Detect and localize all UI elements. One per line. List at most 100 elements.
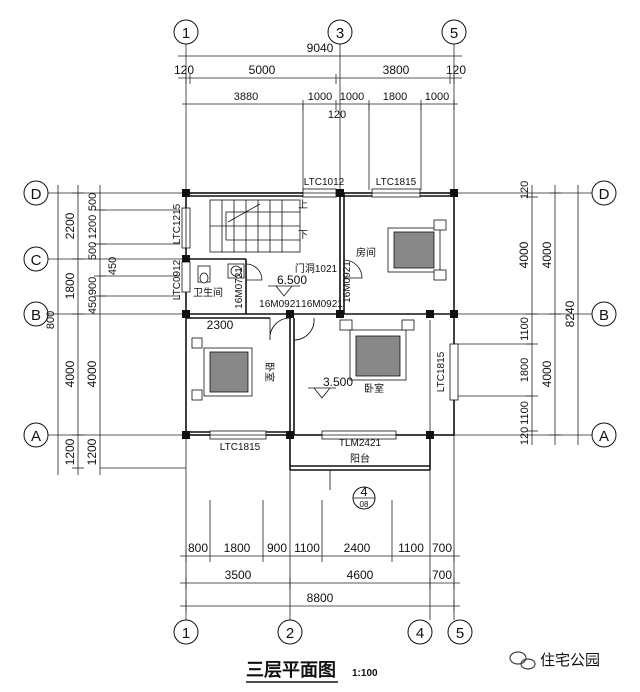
dim-top-total: 9040 bbox=[307, 41, 334, 55]
dim-left-i2: 500 bbox=[87, 242, 99, 260]
dim-bot-total: 8800 bbox=[307, 591, 334, 605]
section-number: 4 bbox=[360, 484, 367, 499]
columns bbox=[182, 189, 458, 439]
level-markers bbox=[268, 285, 336, 399]
annotation-labels: LTC1012 LTC1815 LTC1215 LTC0912 LTC1815 … bbox=[172, 177, 447, 453]
scale-text: 1:100 bbox=[352, 668, 378, 679]
dim-top-r2-2: 1000 bbox=[340, 91, 364, 103]
dim-top-r2-0: 3880 bbox=[234, 91, 258, 103]
dim-left-total: 800 bbox=[45, 311, 57, 329]
label-door-b: 16M0921 bbox=[301, 299, 343, 310]
dim-left-i6: 4000 bbox=[85, 360, 99, 387]
dim-right-total: 8240 bbox=[563, 300, 577, 327]
label-opening: 门洞1021 bbox=[295, 262, 338, 275]
label-win-d2: LTC1815 bbox=[376, 177, 417, 188]
stair bbox=[209, 199, 301, 253]
left-dimension-lines bbox=[57, 185, 186, 475]
label-win-a: LTC1815 bbox=[220, 442, 261, 453]
dim-top-r2-3: 1800 bbox=[383, 91, 407, 103]
axis-bottom-2: 2 bbox=[286, 625, 294, 642]
label-win-left2: LTC0912 bbox=[172, 259, 183, 300]
axis-top-3: 3 bbox=[336, 25, 344, 42]
dim-right-i3: 1800 bbox=[519, 358, 531, 382]
bottom-dimension-texts: 800 1800 900 1100 2400 1100 700 3500 460… bbox=[188, 541, 452, 605]
dim-left-o3: 1200 bbox=[63, 438, 77, 465]
dim-right-i0: 120 bbox=[519, 181, 531, 199]
label-door-d: 16M0721 bbox=[234, 267, 245, 309]
label-stair-down: 下 bbox=[298, 230, 308, 241]
bed-sw bbox=[191, 337, 253, 401]
bed-ne bbox=[387, 219, 447, 281]
axis-left-b: B bbox=[31, 307, 41, 324]
dim-top-r2-4: 1000 bbox=[425, 91, 449, 103]
dim-bot-r1-4: 2400 bbox=[344, 541, 371, 555]
wechat-icon bbox=[509, 651, 536, 670]
section-marker: 4 08 bbox=[352, 484, 376, 510]
room-bedroom-main: 卧室 bbox=[364, 382, 384, 395]
room-names: 房间 卫生间 卧室 卧室 阳台 bbox=[193, 246, 384, 465]
dim-left-i3: 900 bbox=[87, 277, 99, 295]
watermark-text: 住宅公园 bbox=[540, 652, 600, 669]
door-swings bbox=[245, 259, 363, 490]
dim-right-i1: 4000 bbox=[517, 241, 531, 268]
dim-right-i4: 1100 bbox=[519, 401, 531, 425]
dim-left-i1: 1200 bbox=[87, 215, 99, 239]
dim-right-o1: 4000 bbox=[540, 360, 554, 387]
windows bbox=[181, 188, 459, 440]
bed-main bbox=[339, 319, 415, 381]
axis-bottom-5: 5 bbox=[456, 625, 464, 642]
dim-top-r1-2: 3800 bbox=[383, 63, 410, 77]
dim-left-o2: 4000 bbox=[63, 360, 77, 387]
axis-bottom-4: 4 bbox=[416, 625, 424, 642]
label-win-d1: LTC1012 bbox=[304, 177, 345, 188]
dim-bot-r1-3: 1100 bbox=[294, 541, 320, 555]
label-win-right: LTC1815 bbox=[436, 351, 447, 392]
dim-bot-r1-0: 800 bbox=[188, 541, 208, 555]
axis-top-5: 5 bbox=[450, 25, 458, 42]
axis-left-a: A bbox=[31, 428, 41, 445]
right-dimension-lines bbox=[454, 185, 579, 445]
section-sheet: 08 bbox=[360, 500, 369, 509]
dim-left-i7: 1200 bbox=[85, 438, 99, 465]
axis-right-a: A bbox=[599, 428, 609, 445]
room-bedroom-sw: 卧室 bbox=[263, 362, 276, 382]
dim-top-r1-3: 120 bbox=[446, 63, 466, 77]
axis-right-d: D bbox=[599, 186, 610, 203]
label-dim-2300: 2300 bbox=[207, 318, 234, 332]
top-dimension-texts: 9040 120 5000 3800 120 3880 1000 1000 18… bbox=[174, 41, 466, 121]
dim-top-r1-1: 5000 bbox=[249, 63, 276, 77]
drawing-title: 三层平面图 1:100 bbox=[246, 660, 378, 683]
watermark: 住宅公园 bbox=[509, 651, 600, 670]
dim-right-o0: 4000 bbox=[540, 241, 554, 268]
bathroom-fixtures bbox=[197, 263, 245, 284]
axis-top-1: 1 bbox=[182, 25, 190, 42]
dim-left-o0: 2200 bbox=[63, 212, 77, 239]
dim-top-r1-0: 120 bbox=[174, 63, 194, 77]
room-bathroom: 卫生间 bbox=[193, 286, 223, 299]
room-bedroom-ne: 房间 bbox=[356, 246, 376, 259]
label-stair-up: 上 bbox=[298, 199, 308, 211]
top-dimension-lines bbox=[178, 55, 462, 190]
dim-bot-r1-5: 1100 bbox=[398, 541, 424, 555]
dim-top-r3-0: 120 bbox=[328, 109, 346, 121]
dim-bot-r2-2: 700 bbox=[432, 568, 452, 582]
dim-bot-r1-2: 900 bbox=[267, 541, 287, 555]
axis-left-d: D bbox=[31, 186, 42, 203]
label-level-lower: 3.500 bbox=[323, 375, 353, 389]
axis-bubbles bbox=[23, 19, 617, 645]
dim-left-o1: 1800 bbox=[63, 272, 77, 299]
dim-bot-r2-1: 4600 bbox=[347, 568, 374, 582]
grid-lines bbox=[48, 44, 592, 620]
label-level-upper: 6.500 bbox=[277, 273, 307, 287]
dim-right-i2: 1100 bbox=[519, 317, 531, 341]
axis-right-b: B bbox=[599, 307, 609, 324]
title-text: 三层平面图 bbox=[246, 660, 336, 680]
axis-bottom-1: 1 bbox=[182, 625, 190, 642]
label-door-a: 16M0921 bbox=[259, 299, 301, 310]
left-dimension-texts: 800 2200 1800 4000 1200 500 1200 500 450… bbox=[45, 193, 119, 466]
dim-bot-r1-1: 1800 bbox=[224, 541, 251, 555]
bottom-dimension-lines bbox=[180, 500, 460, 612]
dim-left-i4: 450 bbox=[107, 257, 119, 275]
dim-left-i0: 500 bbox=[87, 193, 99, 211]
